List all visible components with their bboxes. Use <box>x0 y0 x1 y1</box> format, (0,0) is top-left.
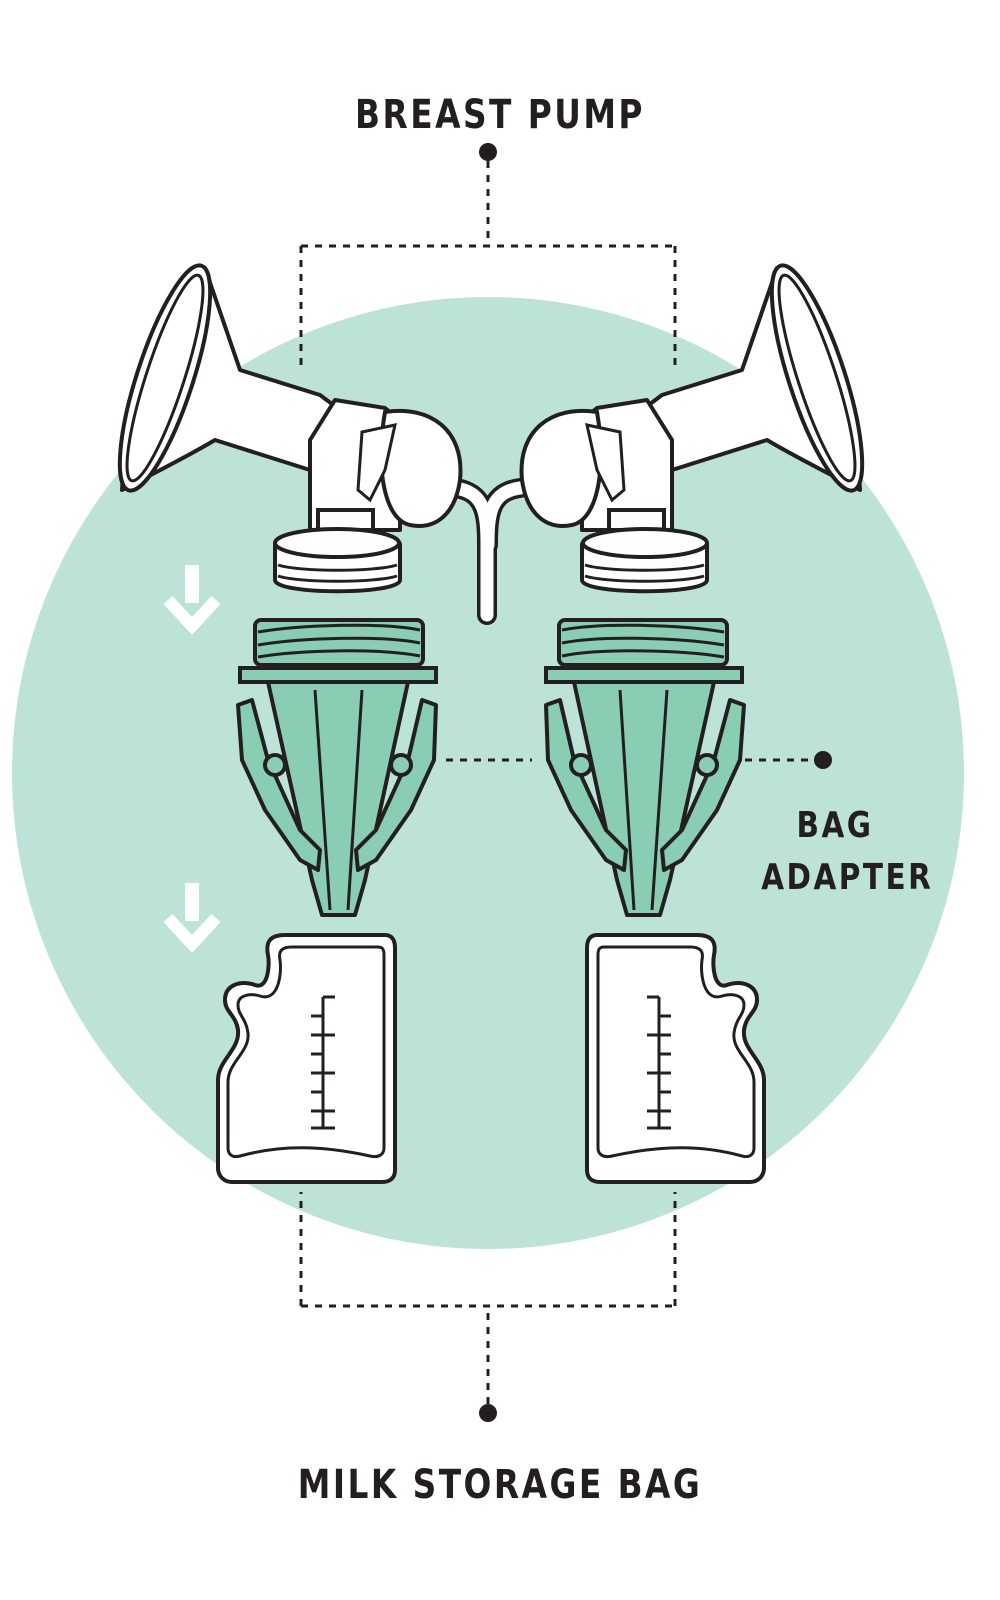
bag-adapter-label-line1: BAG <box>761 800 909 852</box>
bag-adapter-label-line2: ADAPTER <box>761 852 909 904</box>
milk-storage-bag-label: MILK STORAGE BAG <box>90 1462 910 1508</box>
breast-pump-label: BREAST PUMP <box>90 92 910 138</box>
bag-adapter-label: BAG ADAPTER <box>761 800 909 904</box>
